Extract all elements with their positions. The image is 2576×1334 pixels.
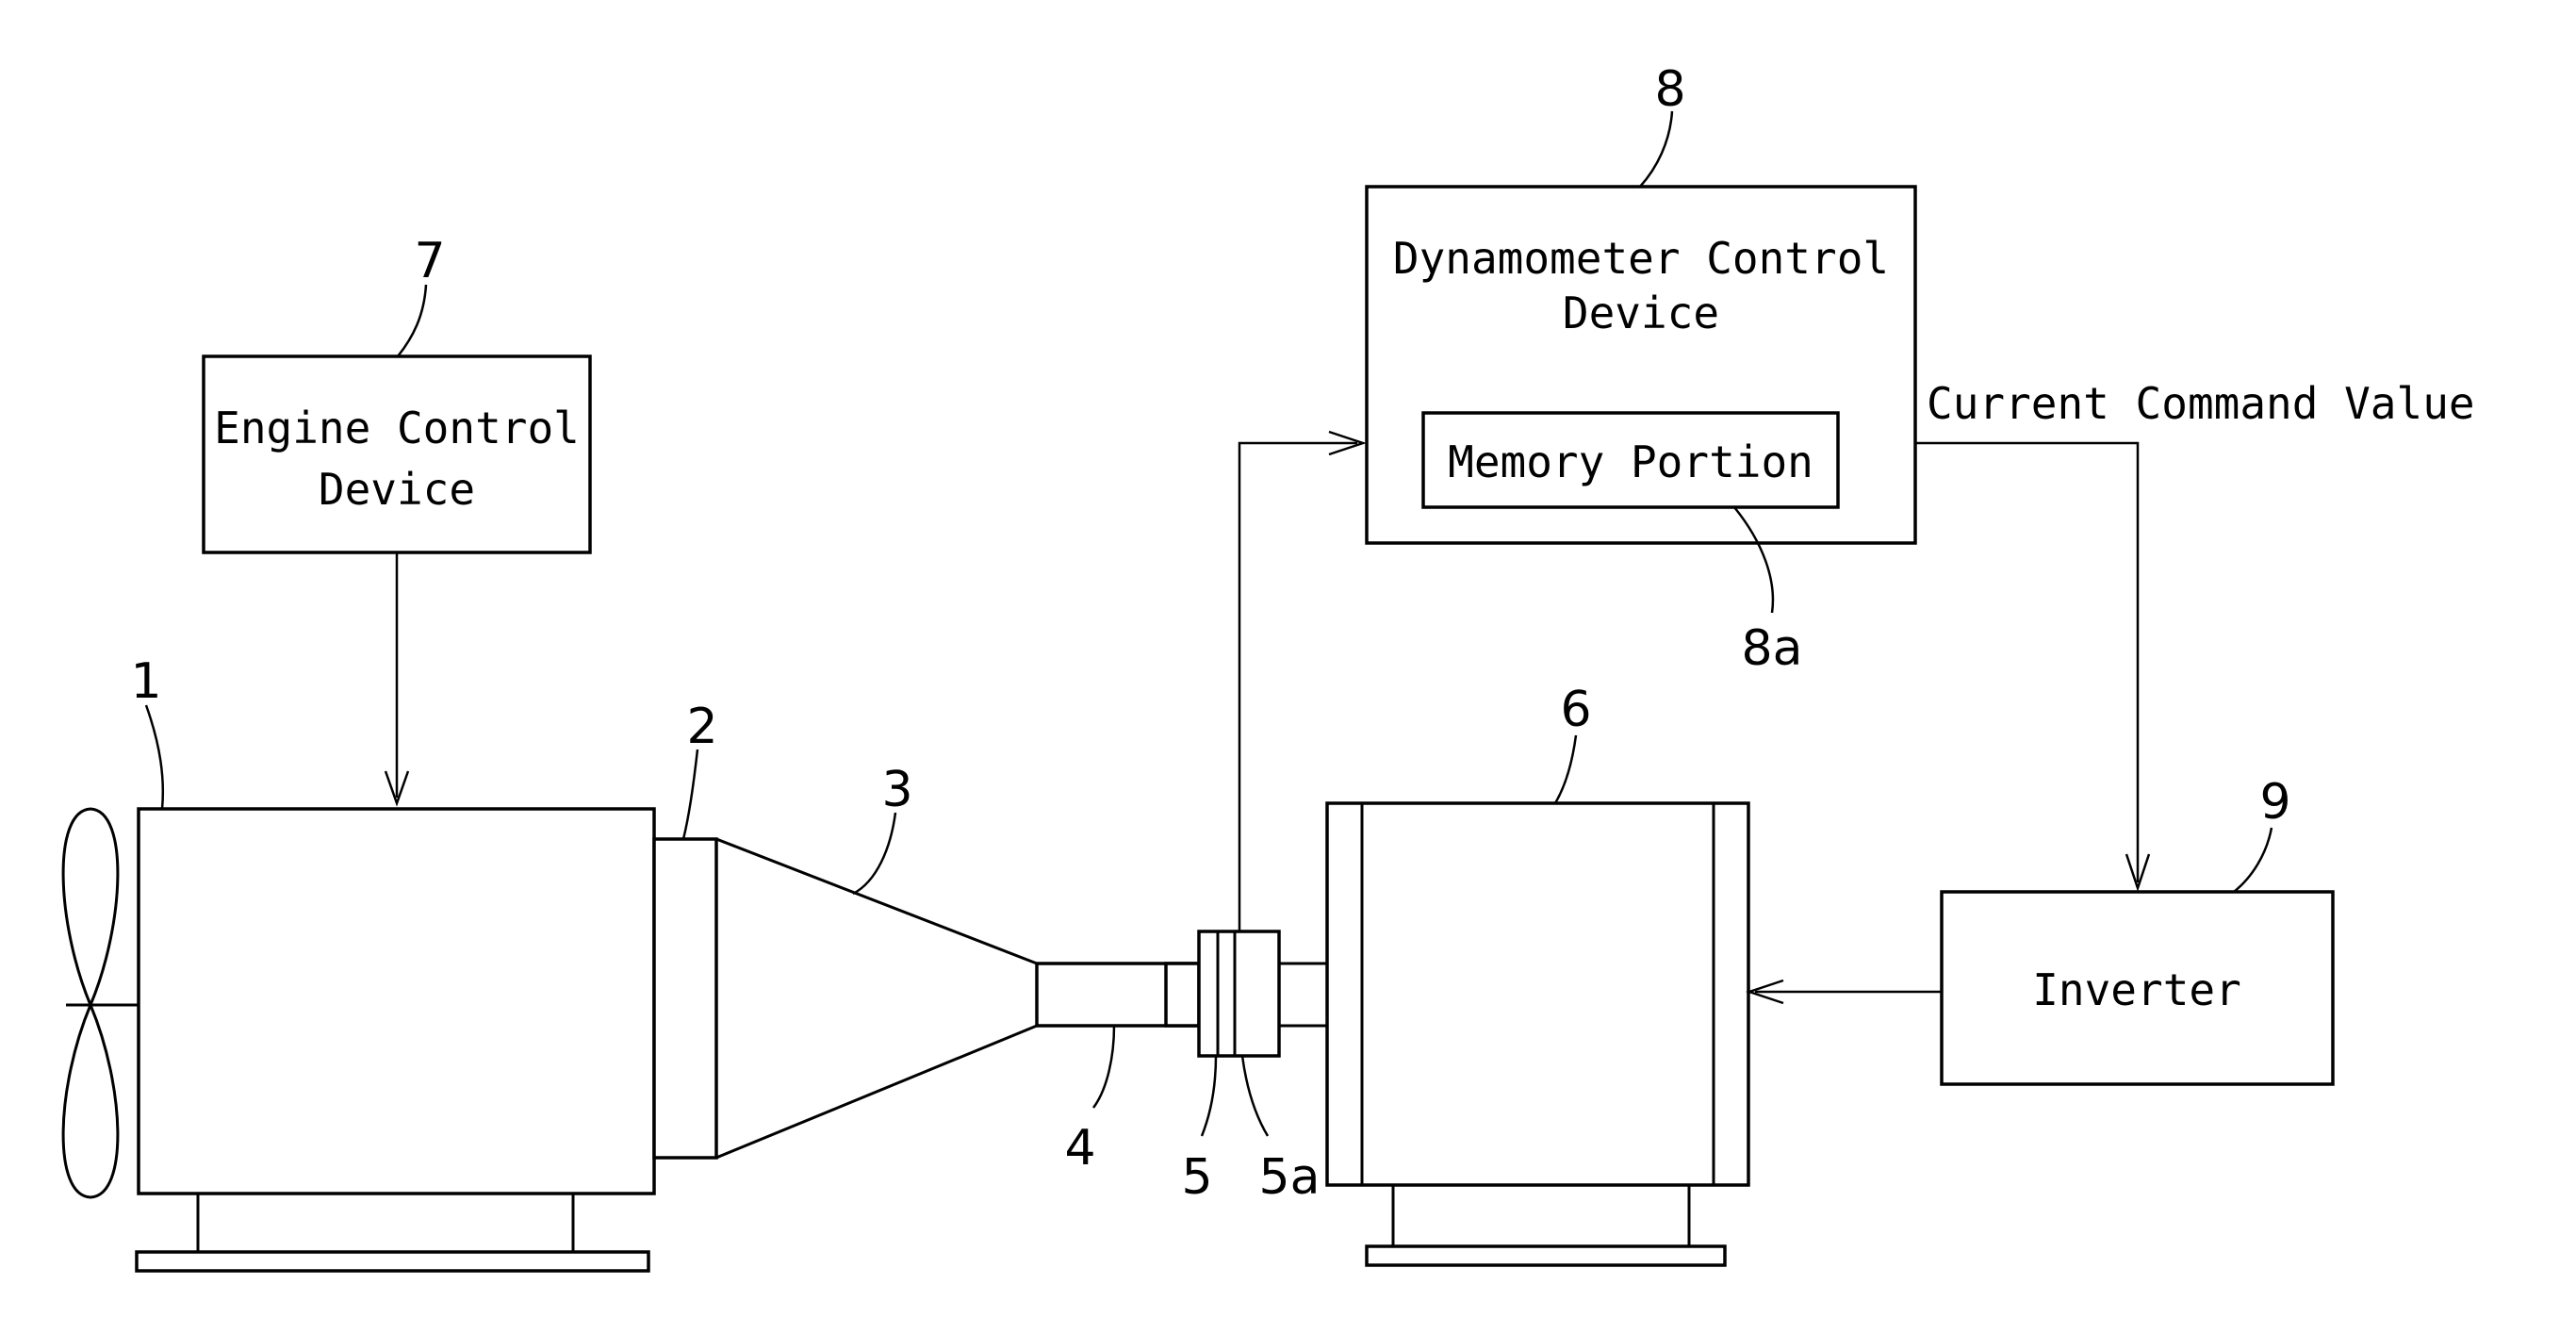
ref-numeral-2: 2 — [686, 699, 717, 755]
ref-numeral-4: 4 — [1064, 1120, 1095, 1177]
fan-icon — [63, 809, 139, 1197]
dynamometer-control-device: Dynamometer Control Device Memory Portio… — [1367, 187, 1915, 543]
ref-numeral-7: 7 — [414, 233, 445, 289]
inverter-label: Inverter — [2032, 964, 2241, 1015]
dynamometer-control-label-line1: Dynamometer Control — [1393, 233, 1889, 284]
ref-numeral-8a: 8a — [1742, 620, 1803, 677]
engine-control-label-line1: Engine Control — [214, 403, 580, 453]
torque-meter — [1199, 931, 1279, 1056]
inverter: Inverter — [1942, 892, 2333, 1084]
ref-numeral-8: 8 — [1654, 61, 1685, 118]
ref-numeral-9: 9 — [2259, 774, 2290, 831]
engine-body — [139, 809, 654, 1194]
dynamometer-control-label-line2: Device — [1563, 288, 1719, 338]
engine-control-device: Engine Control Device — [204, 356, 590, 552]
ref-numeral-5a: 5a — [1259, 1149, 1321, 1206]
engine-base-plate — [137, 1252, 648, 1271]
ref-numeral-3: 3 — [881, 762, 912, 818]
shaft-collar — [1166, 963, 1199, 1026]
ref-numeral-1: 1 — [130, 653, 161, 710]
current-command-line — [1915, 443, 2138, 882]
ref-numeral-5: 5 — [1181, 1149, 1212, 1206]
dynamometer — [1327, 803, 1748, 1265]
engine-control-label-line2: Device — [319, 464, 475, 515]
engine-legs — [198, 1194, 573, 1252]
transmission-taper — [716, 839, 1037, 1158]
current-command-label: Current Command Value — [1927, 378, 2475, 429]
flange — [654, 839, 716, 1158]
ref-numeral-6: 6 — [1560, 682, 1591, 738]
engine — [63, 809, 654, 1271]
memory-portion-label: Memory Portion — [1448, 436, 1813, 487]
